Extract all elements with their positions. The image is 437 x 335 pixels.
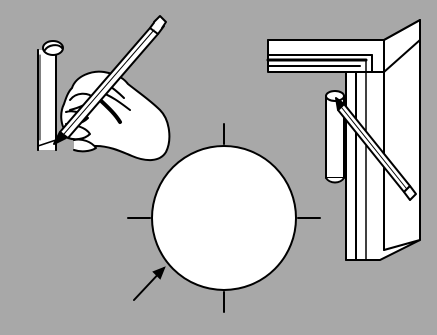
pipe-cross-section-circle	[152, 146, 296, 290]
